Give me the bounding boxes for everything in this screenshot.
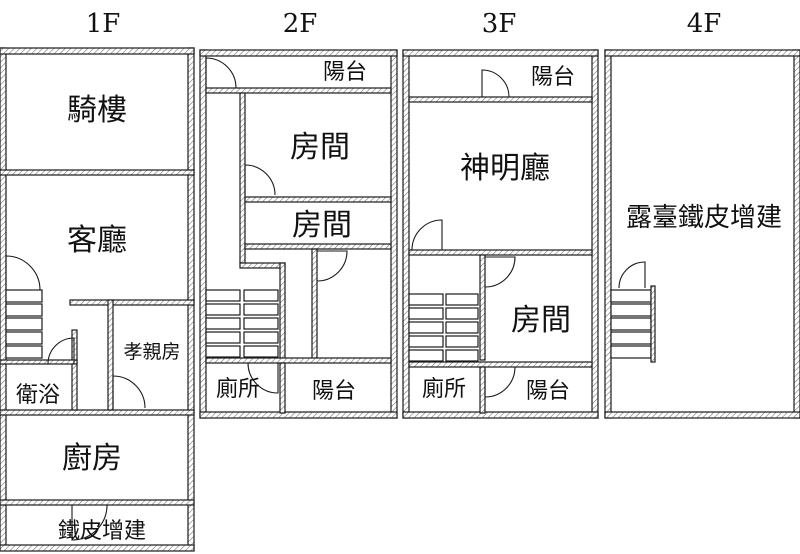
floor-2f: 陽台 房間 房間 廁所 陽台 bbox=[199, 49, 398, 419]
door-arc bbox=[244, 164, 276, 196]
door-arc bbox=[316, 250, 348, 282]
door-arc bbox=[47, 337, 75, 365]
room-label: 房間 bbox=[511, 303, 571, 338]
room-label: 客廳 bbox=[67, 223, 127, 258]
room-label: 陽台 bbox=[323, 60, 367, 85]
room-label: 房間 bbox=[290, 130, 350, 165]
room-label: 神明廳 bbox=[460, 151, 550, 186]
room-label: 陽台 bbox=[312, 379, 356, 404]
door-arc bbox=[484, 366, 516, 398]
door-arc bbox=[71, 504, 108, 541]
room-label: 廚房 bbox=[62, 441, 122, 476]
room-label: 衛浴 bbox=[16, 383, 60, 408]
room-label: 廁所 bbox=[422, 377, 466, 402]
door-arc bbox=[411, 219, 443, 251]
room-label: 房間 bbox=[292, 208, 352, 243]
room-label: 騎樓 bbox=[67, 93, 127, 128]
floor-1f: 騎樓 客廳 孝親房 衛浴 廚房 鐵皮增建 bbox=[0, 47, 195, 552]
floor-title-3f: 3F bbox=[482, 9, 517, 39]
stair-3f bbox=[408, 293, 479, 362]
door-arc bbox=[205, 57, 237, 89]
room-label: 陽台 bbox=[531, 65, 575, 90]
floor-3f: 陽台 神明廳 房間 廁所 陽台 bbox=[402, 49, 599, 419]
floor-4f: 露臺鐵皮增建 bbox=[604, 49, 800, 419]
floor-title-2f: 2F bbox=[283, 9, 318, 39]
room-label: 孝親房 bbox=[123, 341, 180, 363]
door-arc bbox=[112, 375, 146, 409]
stair-2f bbox=[205, 289, 279, 358]
room-label: 鐵皮增建 bbox=[58, 519, 146, 544]
door-arc bbox=[247, 362, 279, 394]
room-label: 廁所 bbox=[216, 377, 260, 402]
stair-4f bbox=[610, 289, 652, 359]
room-label: 陽台 bbox=[526, 379, 570, 404]
door-arc bbox=[484, 256, 516, 288]
floor-title-4f: 4F bbox=[687, 9, 722, 39]
room-label: 露臺鐵皮增建 bbox=[626, 203, 782, 233]
door-arc bbox=[618, 261, 646, 289]
door-arc bbox=[5, 255, 41, 291]
door-arc bbox=[481, 69, 510, 98]
stair-1f bbox=[5, 289, 43, 359]
floor-title-1f: 1F bbox=[86, 9, 121, 39]
